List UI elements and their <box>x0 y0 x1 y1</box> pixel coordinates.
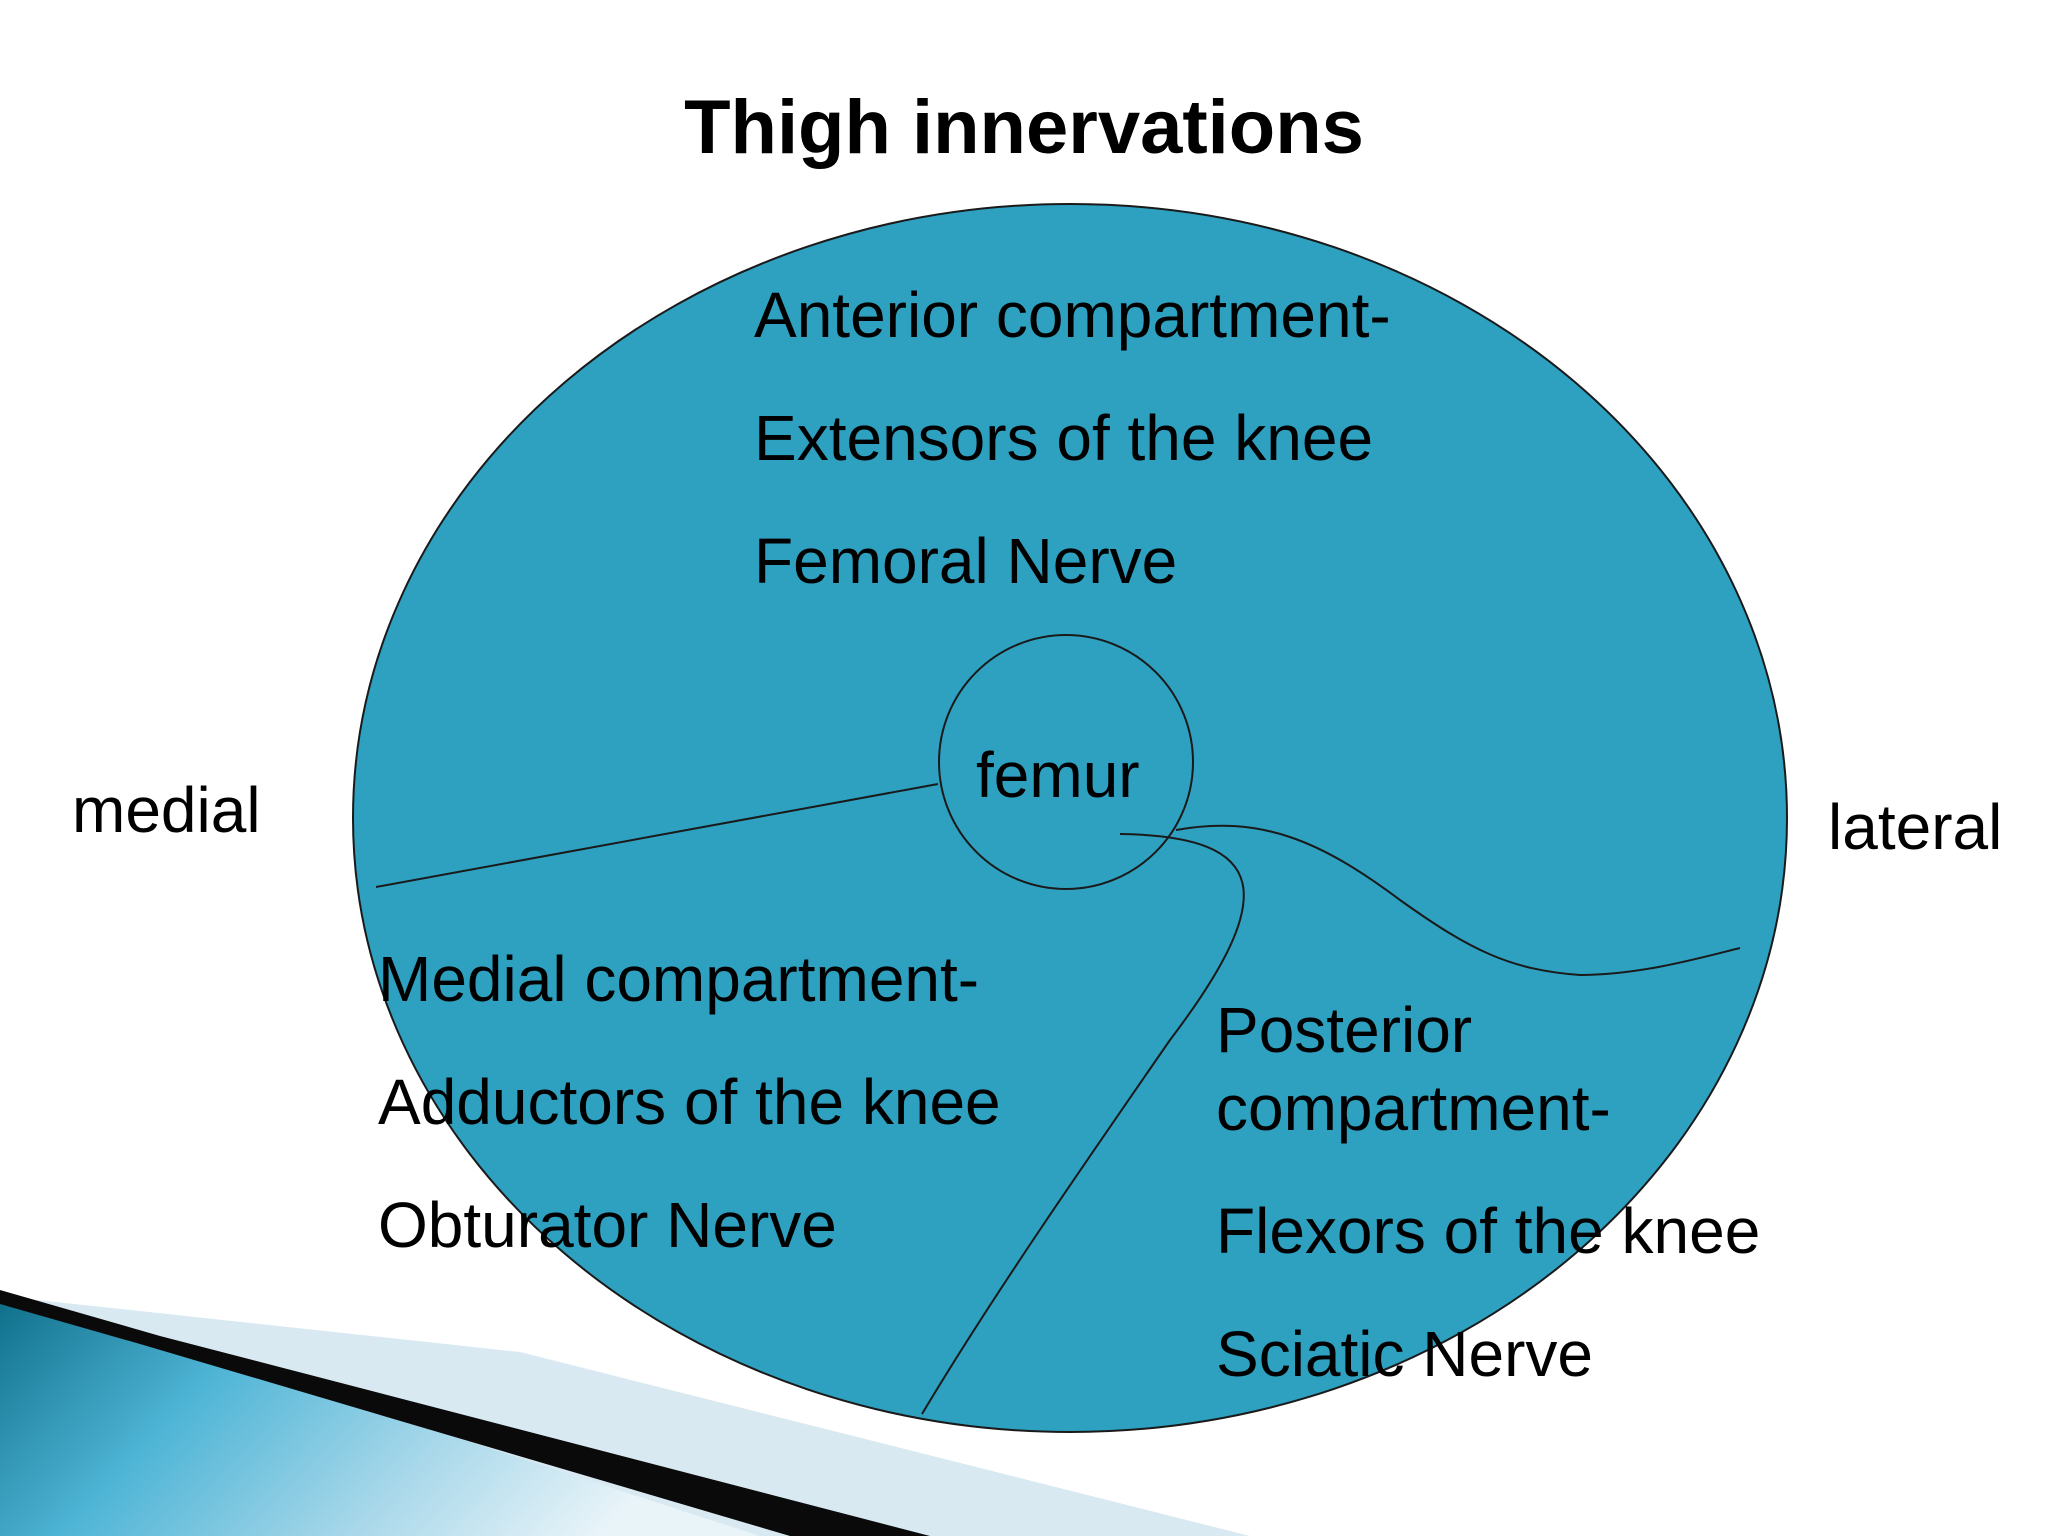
page-title: Thigh innervations <box>684 85 1364 170</box>
medial-compartment-text: Medial compartment- Adductors of the kne… <box>378 947 1001 1316</box>
medial-septum-line <box>375 783 939 888</box>
femur-label: femur <box>976 739 1140 811</box>
anterior-compartment-text: Anterior compartment- Extensors of the k… <box>754 283 1391 652</box>
lateral-label: lateral <box>1828 791 2003 863</box>
posterior-heading-line1: Posterior <box>1216 994 1473 1066</box>
posterior-action: Flexors of the knee <box>1216 1195 1761 1267</box>
anterior-nerve: Femoral Nerve <box>754 525 1178 597</box>
anterior-action: Extensors of the knee <box>754 402 1374 474</box>
posterior-septum-line <box>921 833 1245 1415</box>
medial-label: medial <box>72 774 261 846</box>
posterior-heading-line2: compartment- <box>1216 1072 1611 1144</box>
thigh-cross-section <box>352 203 1788 1433</box>
posterior-compartment-text: Posterior compartment- Flexors of the kn… <box>1216 998 1760 1445</box>
anterior-heading: Anterior compartment- <box>754 279 1391 351</box>
medial-action: Adductors of the knee <box>378 1066 1001 1138</box>
lateral-septum-line <box>1175 824 1741 977</box>
posterior-nerve: Sciatic Nerve <box>1216 1318 1593 1390</box>
femur-circle <box>938 634 1194 890</box>
medial-nerve: Obturator Nerve <box>378 1189 837 1261</box>
medial-heading: Medial compartment- <box>378 943 980 1015</box>
